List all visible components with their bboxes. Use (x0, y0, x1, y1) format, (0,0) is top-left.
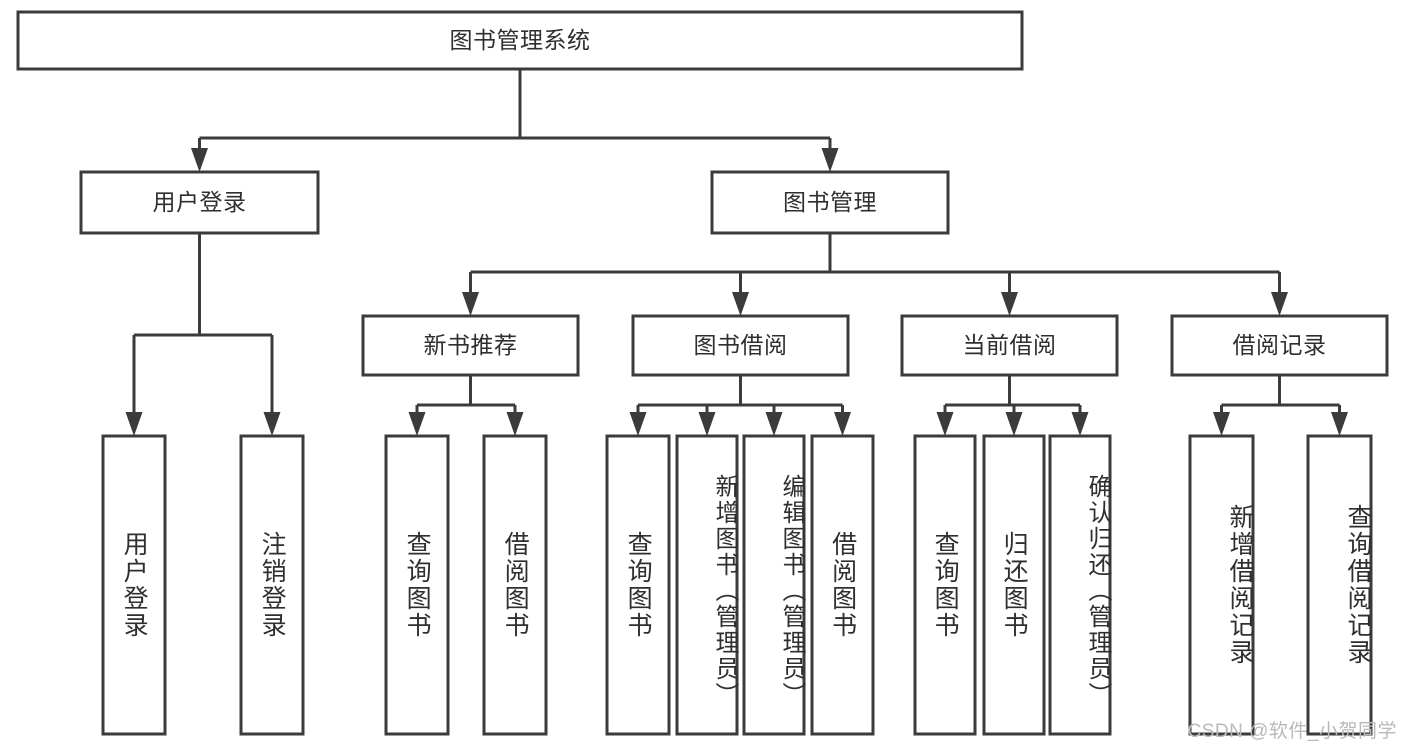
arrow-head-icon (263, 412, 281, 436)
node-box-user-login (79, 170, 320, 235)
node-box-borrow-record (1170, 314, 1389, 377)
node-box-leaf-logout (239, 434, 305, 736)
edge-layer (125, 69, 1348, 436)
arrow-head-icon (506, 412, 524, 436)
arrow-head-icon (125, 412, 143, 436)
node-layer (16, 10, 1389, 736)
arrow-head-icon (629, 412, 647, 436)
arrow-head-icon (1331, 412, 1348, 436)
arrow-head-icon (408, 412, 426, 436)
arrow-head-icon (1001, 292, 1018, 316)
node-box-leaf-return (982, 434, 1046, 736)
edge-group-root (191, 69, 839, 172)
node-box-new-book-rec (361, 314, 580, 377)
arrow-head-icon (1005, 412, 1023, 436)
node-box-leaf-add-book (675, 434, 739, 736)
node-box-leaf-query-rec (1306, 434, 1373, 736)
node-box-leaf-user-login (101, 434, 167, 736)
edge-group-user-login (125, 233, 281, 436)
node-box-leaf-confirm (1048, 434, 1112, 736)
node-box-leaf-query-1 (384, 434, 450, 736)
node-box-leaf-query-2 (605, 434, 671, 736)
node-box-leaf-add-rec (1188, 434, 1255, 736)
node-box-leaf-borrow-1 (482, 434, 548, 736)
node-box-current-borrow (900, 314, 1119, 377)
node-box-leaf-edit-book (742, 434, 806, 736)
arrow-head-icon (1271, 292, 1288, 316)
arrow-head-icon (191, 148, 208, 172)
node-box-leaf-borrow-2 (810, 434, 875, 736)
node-box-leaf-query-3 (913, 434, 977, 736)
edge-group-book-borrow (629, 375, 851, 436)
edge-group-borrow-record (1213, 375, 1348, 436)
arrow-head-icon (765, 412, 783, 436)
watermark: CSDN @软件_小贺同学 (1187, 721, 1397, 742)
node-box-root (16, 10, 1024, 71)
edge-group-current-borrow (936, 375, 1089, 436)
arrow-head-icon (821, 148, 839, 172)
arrow-head-icon (834, 412, 851, 436)
arrow-head-icon (698, 412, 716, 436)
arrow-head-icon (1213, 412, 1230, 436)
node-box-book-manage (710, 170, 950, 235)
arrow-head-icon (936, 412, 954, 436)
node-box-book-borrow (631, 314, 850, 377)
arrow-head-icon (462, 292, 479, 316)
arrow-head-icon (1071, 412, 1089, 436)
edge-group-new-book-rec (408, 375, 524, 436)
arrow-head-icon (732, 292, 749, 316)
edge-group-book-manage (462, 233, 1288, 316)
